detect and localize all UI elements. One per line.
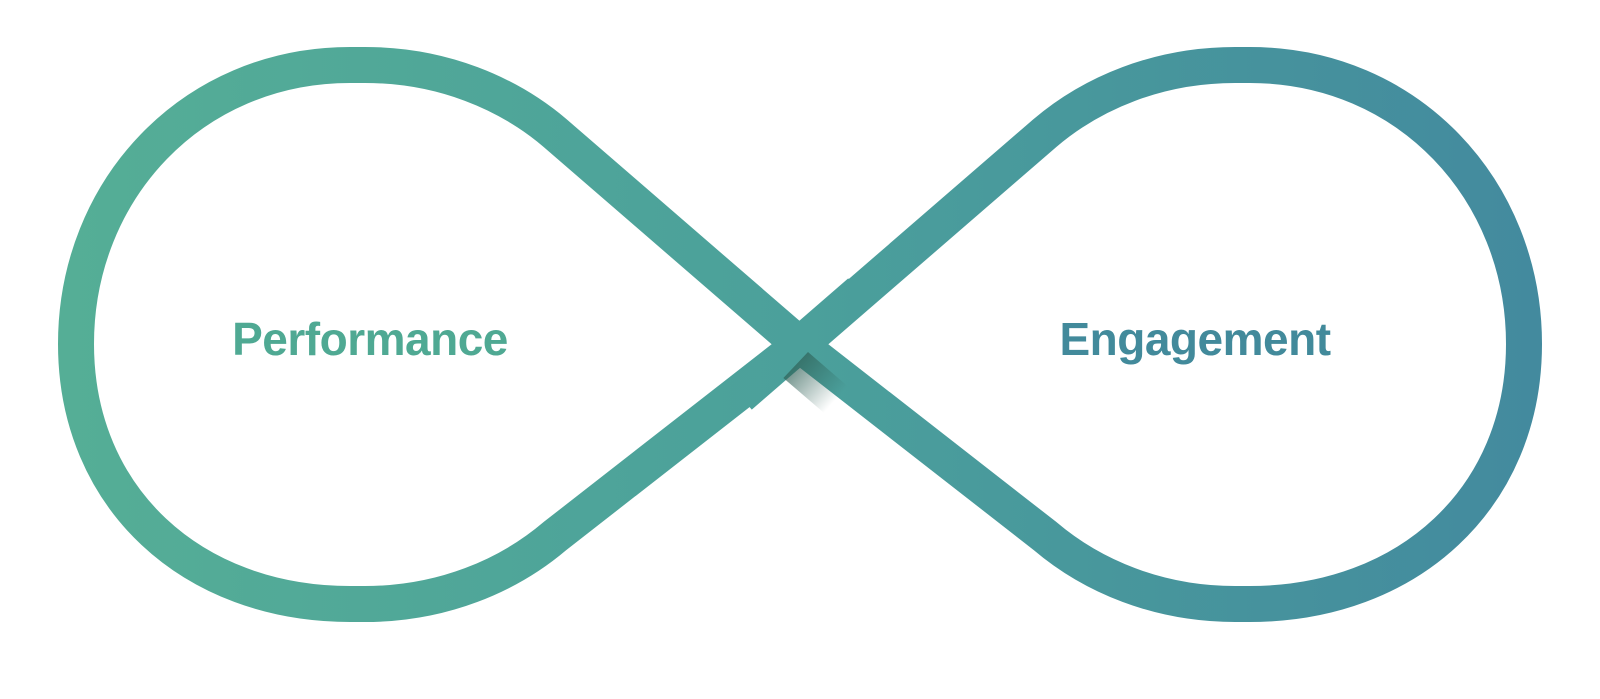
performance-label: Performance [232,313,508,365]
engagement-label: Engagement [1059,313,1330,365]
over-crossing-strand [728,278,872,410]
